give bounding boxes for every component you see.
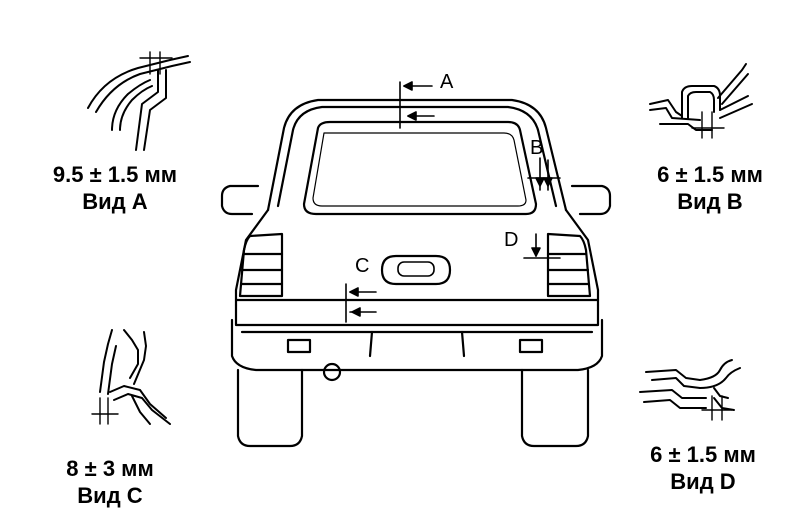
callout-d: D xyxy=(504,229,519,251)
detail-view-d xyxy=(639,359,741,421)
caption-c: 8 ± 3 мм Вид C xyxy=(30,456,190,510)
right-tail-light xyxy=(546,232,592,298)
callout-b: B xyxy=(530,137,544,159)
caption-d: 6 ± 1.5 мм Вид D xyxy=(618,442,788,496)
callout-c: C xyxy=(355,255,370,277)
left-mirror xyxy=(220,184,260,216)
marker-c-leader xyxy=(345,283,377,323)
exhaust-pipe xyxy=(322,362,342,382)
spec-b: 6 ± 1.5 мм xyxy=(657,162,763,187)
left-tire xyxy=(236,368,304,448)
detail-view-a xyxy=(87,51,191,151)
view-label-b: Вид B xyxy=(677,189,743,214)
left-tail-light xyxy=(238,232,284,298)
detail-view-b xyxy=(649,63,753,139)
right-reflector xyxy=(518,338,544,354)
license-plate-recess xyxy=(380,254,452,286)
caption-a: 9.5 ± 1.5 мм Вид A xyxy=(20,162,210,216)
marker-d-leader xyxy=(523,233,561,259)
view-label-c: Вид C xyxy=(77,483,143,508)
right-tire xyxy=(520,368,590,448)
marker-b-leader xyxy=(527,157,561,191)
detail-view-c xyxy=(91,329,171,425)
caption-b: 6 ± 1.5 мм Вид B xyxy=(625,162,795,216)
spec-d: 6 ± 1.5 мм xyxy=(650,442,756,467)
spec-c: 8 ± 3 мм xyxy=(66,456,154,481)
vehicle-rear-body xyxy=(230,98,604,372)
rear-window xyxy=(302,120,538,216)
callout-a: A xyxy=(440,71,454,93)
right-mirror xyxy=(570,184,612,216)
spec-a: 9.5 ± 1.5 мм xyxy=(52,162,178,187)
left-reflector xyxy=(286,338,312,354)
view-label-a: Вид A xyxy=(82,189,148,214)
marker-a-leader xyxy=(399,81,435,129)
view-label-d: Вид D xyxy=(670,469,736,494)
